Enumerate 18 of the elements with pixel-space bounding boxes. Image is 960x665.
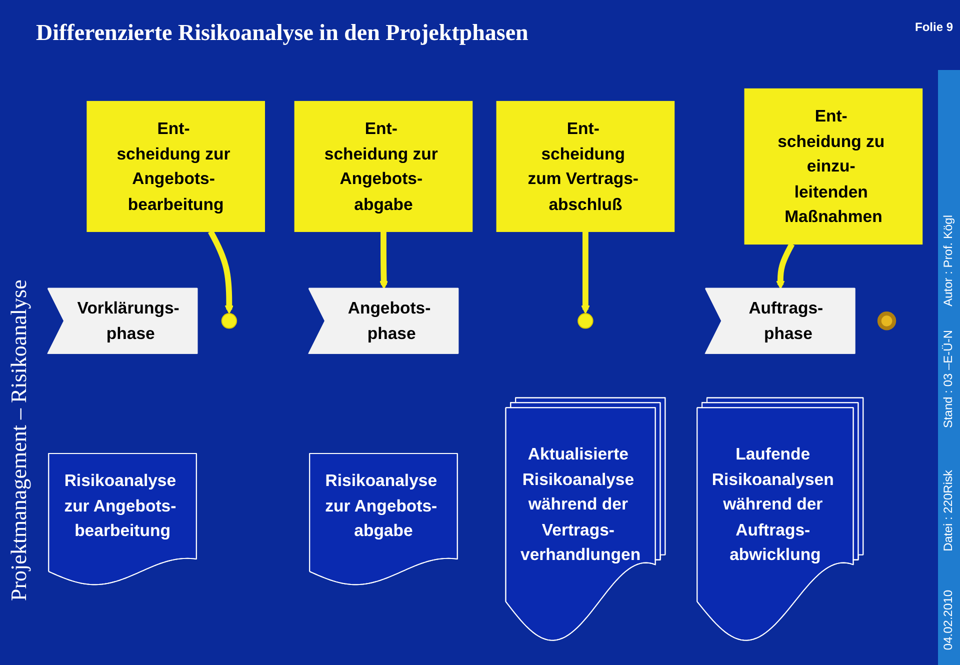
node-circle (578, 313, 594, 330)
arrow (379, 232, 388, 290)
node-box: Ent- scheidung zu einzu- leitenden Maßnahmen (744, 88, 923, 245)
file-text: Datei : 220Risk (941, 470, 955, 552)
author-text: Autor : Prof. Kögl (941, 215, 955, 306)
arrow (581, 232, 590, 314)
status-text: Stand : 03 –E-Ü-N (941, 330, 955, 428)
node-circle (877, 312, 896, 331)
arrow (776, 243, 795, 290)
date-text: 04.02.2010 (941, 590, 955, 650)
node-box: Ent- scheidung zum Vertrags- abschluß (496, 101, 675, 232)
arrow (208, 230, 234, 314)
node-box: Ent- scheidung zur Angebots- abgabe (294, 101, 473, 232)
slide-title: Differenzierte Risikoanalyse in den Projektphasen (36, 20, 528, 46)
slide-number: Folie 9 (914, 20, 954, 34)
node-box: Ent- scheidung zur Angebots- bearbeitung (86, 101, 265, 232)
node-circle (221, 313, 238, 330)
side-title: Projektmanagement – Risikoanalyse (6, 278, 32, 603)
